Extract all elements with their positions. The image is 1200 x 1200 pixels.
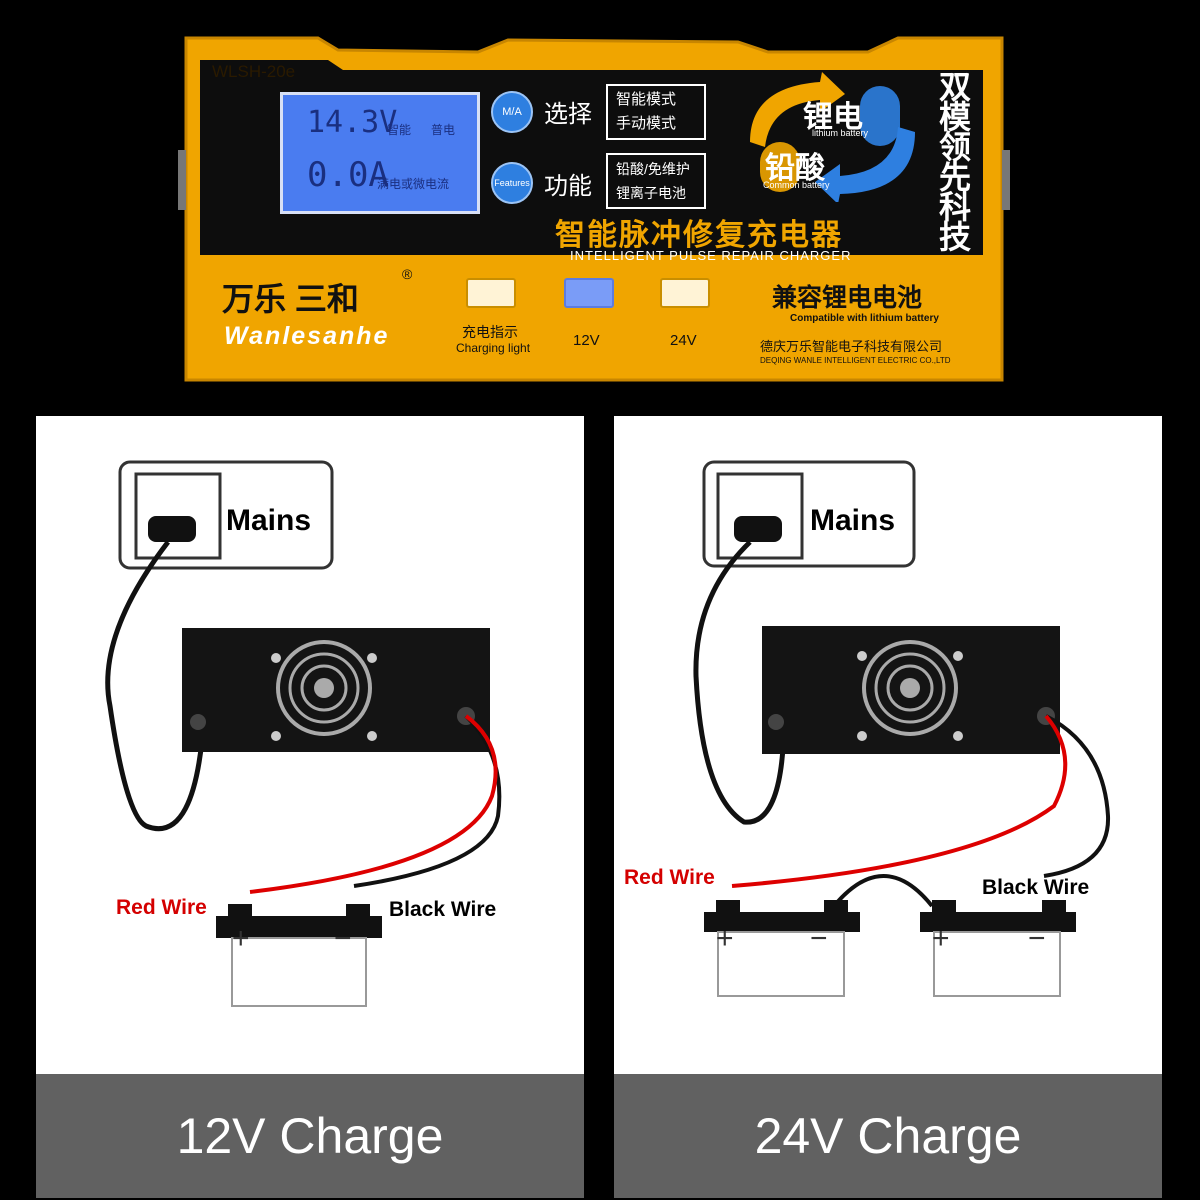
lcd-tag-smart: 智能 [387, 123, 412, 137]
mode-option-smart: 智能模式 [616, 91, 677, 108]
mode-option-manual: 手动模式 [616, 115, 677, 132]
24v-led-label: 24V [670, 332, 697, 349]
battery2-plus-terminal: + [932, 922, 950, 955]
features-button[interactable]: Features [491, 162, 533, 204]
lcd-voltage: 14.3V [307, 105, 398, 140]
battery-minus-terminal: − [334, 922, 352, 955]
charging-indicator-label-cn: 充电指示 [462, 324, 518, 340]
24v-wiring-diagram [693, 460, 1111, 997]
function-label: 功能 [544, 173, 592, 200]
battery1-plus-terminal: + [716, 922, 734, 955]
charger-title-cn: 智能脉冲修复充电器 [555, 219, 843, 252]
model-number: WLSH-20e [212, 62, 296, 81]
lcd-display: 14.3V 0.0A 智能 普电 满电或微电流 [280, 92, 480, 214]
dual-mode-arrows-icon [750, 72, 915, 202]
function-option-lead-acid: 铅酸/免维护 [616, 161, 690, 177]
company-cn: 德庆万乐智能电子科技有限公司 [760, 339, 943, 354]
lcd-current: 0.0A [307, 155, 389, 195]
charger-title-en: INTELLIGENT PULSE REPAIR CHARGER [570, 248, 852, 263]
battery1-minus-terminal: − [810, 922, 828, 955]
12v-wiring-panel: Mains Red Wire Black Wire + − 12V Charge [36, 416, 584, 1198]
battery-plus-terminal: + [232, 922, 250, 955]
charging-indicator-led [466, 278, 516, 308]
function-options-box: 铅酸/免维护 锂离子电池 [606, 153, 706, 209]
12v-led-label: 12V [573, 332, 600, 349]
lithium-battery-en: lithium battery [812, 128, 869, 138]
lead-acid-cn: 铅酸 [765, 152, 825, 185]
lead-acid-en: Common battery [763, 180, 830, 190]
side-slogan: 双模领先科技 [938, 69, 971, 255]
red-wire-label: Red Wire [116, 896, 207, 919]
12v-wiring-diagram [105, 460, 502, 1007]
black-wire-label: Black Wire [389, 898, 497, 921]
mode-button[interactable]: M/A [491, 91, 533, 133]
24v-charge-caption: 24V Charge [614, 1074, 1162, 1198]
brand-registered-mark: ® [402, 266, 413, 282]
battery2-minus-terminal: − [1028, 922, 1046, 955]
24v-indicator-led [660, 278, 710, 308]
brand-cn: 万乐 三和 [222, 281, 359, 317]
mode-options-box: 智能模式 手动模式 [606, 84, 706, 140]
black-wire-label: Black Wire [982, 876, 1090, 899]
lcd-tag-normal: 普电 [431, 123, 456, 137]
12v-charge-caption: 12V Charge [36, 1074, 584, 1198]
compatible-cn: 兼容锂电电池 [772, 284, 923, 312]
company-en: DEQING WANLE INTELLIGENT ELECTRIC CO.,LT… [760, 356, 951, 365]
lcd-full-charge-text: 满电或微电流 [377, 177, 450, 191]
24v-wiring-panel: Mains Red Wire Black Wire + − + − 24V Ch… [614, 416, 1162, 1198]
lithium-battery-cn: 锂电 [803, 101, 863, 134]
brand-en: Wanlesanhe [224, 322, 390, 350]
mains-label: Mains [226, 504, 312, 537]
charging-indicator-label-en: Charging light [456, 341, 531, 355]
mode-label: 选择 [544, 101, 592, 128]
function-option-lithium: 锂离子电池 [616, 185, 686, 201]
12v-indicator-led [564, 278, 614, 308]
compatible-en: Compatible with lithium battery [790, 313, 939, 324]
red-wire-label: Red Wire [624, 866, 715, 889]
mains-label: Mains [810, 504, 896, 537]
